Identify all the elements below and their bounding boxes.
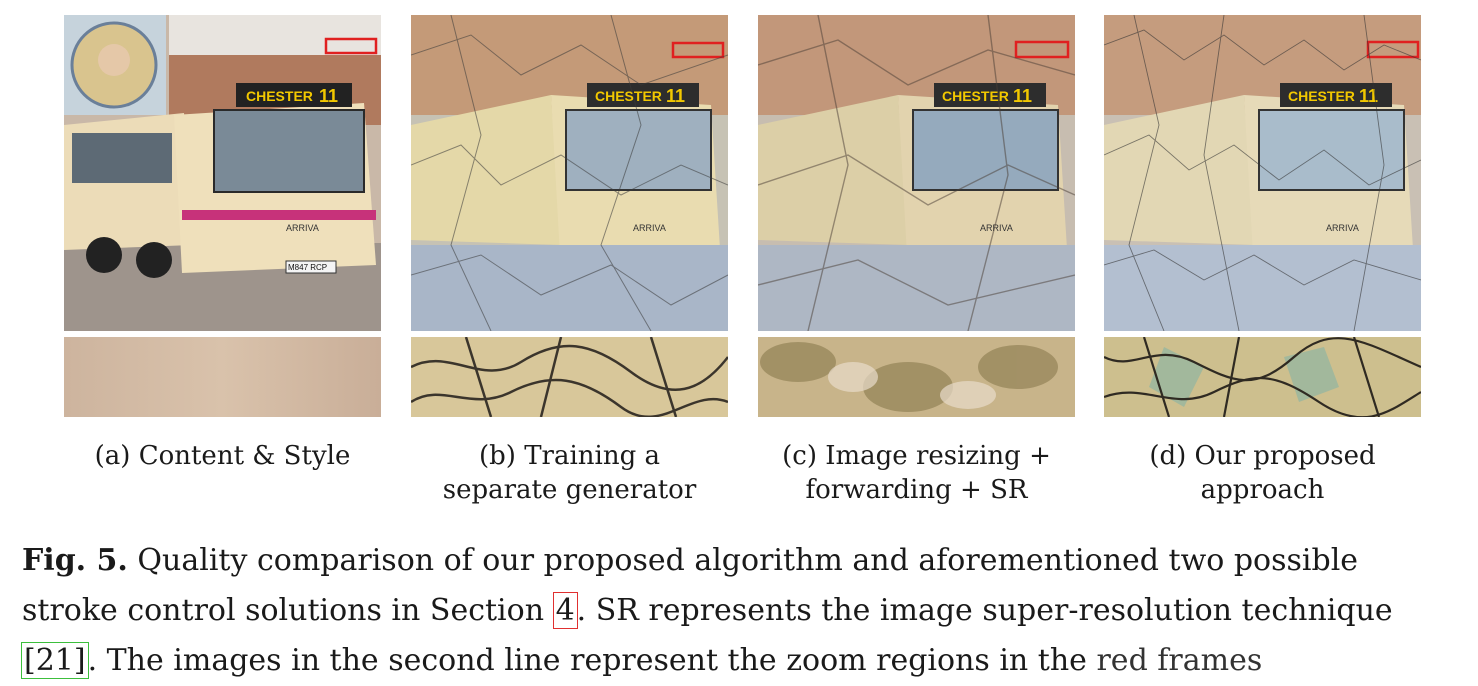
caption-cutoff-text: red frames (1096, 643, 1263, 678)
figure-label: Fig. 5. (22, 543, 128, 578)
figure-caption: Fig. 5. Quality comparison of our propos… (21, 536, 1462, 686)
caption-text-1: Quality comparison of our proposed algor… (22, 543, 1359, 628)
plate-text: M847 RCP (288, 263, 327, 272)
subcaption-line1: (c) Image resizing + (782, 441, 1051, 471)
zoom-svg (411, 337, 728, 417)
zoom-frame (324, 37, 378, 55)
zoom-svg (1104, 337, 1421, 417)
subcaption-line2: forwarding + SR (805, 475, 1028, 505)
zoom-region (411, 337, 728, 417)
zoom-svg (758, 337, 1075, 417)
caption-text-3: . The images in the second line represen… (87, 643, 1097, 678)
bus-photo-svg: CHESTER 11 ARRIVA (1104, 15, 1421, 331)
route-sign: 11 (1013, 86, 1032, 106)
stylized-photo: CHESTER 11 ARRIVA (1104, 15, 1421, 331)
route-sign: 11 (319, 86, 338, 106)
subcaption-line2: approach (1200, 475, 1325, 505)
brand-logo-text: ARRIVA (1326, 223, 1359, 233)
bus-photo-svg: CHESTER 11 ARRIVA (411, 15, 728, 331)
subcaption-line1: (a) Content & Style (94, 441, 351, 471)
subcaption-d: (d) Our proposed approach (1084, 439, 1441, 507)
destination-sign: CHESTER (246, 88, 313, 104)
subcaption-c: (c) Image resizing + forwarding + SR (738, 439, 1095, 507)
subcaption-line1: (d) Our proposed (1149, 441, 1376, 471)
zoom-svg (64, 337, 381, 417)
caption-text-2: . SR represents the image super-resoluti… (576, 593, 1393, 628)
stylized-photo: CHESTER 11 ARRIVA (411, 15, 728, 331)
subcaption-line2: separate generator (442, 475, 697, 505)
stylized-photo: CHESTER 11 ARRIVA (758, 15, 1075, 331)
zoom-region (1104, 337, 1421, 417)
section-reference-link[interactable]: 4 (552, 592, 578, 629)
destination-sign: CHESTER (1288, 88, 1355, 104)
bus-photo-svg: CHESTER 11 ARRIVA M847 RCP (64, 15, 381, 331)
brand-logo-text: ARRIVA (633, 223, 666, 233)
zoom-frame (671, 41, 725, 59)
citation-link[interactable]: [21] (21, 642, 89, 679)
destination-sign: CHESTER (595, 88, 662, 104)
zoom-region (758, 337, 1075, 417)
subcaption-line1: (b) Training a (479, 441, 660, 471)
zoom-frame (1014, 40, 1070, 59)
content-photo: CHESTER 11 ARRIVA M847 RCP (64, 15, 381, 331)
destination-sign: CHESTER (942, 88, 1009, 104)
brand-logo-text: ARRIVA (286, 223, 319, 233)
route-sign: 11 (666, 86, 685, 106)
bus-photo-svg: CHESTER 11 ARRIVA (758, 15, 1075, 331)
brand-logo-text: ARRIVA (980, 223, 1013, 233)
route-sign: 11 (1359, 86, 1378, 106)
subcaption-b: (b) Training a separate generator (391, 439, 748, 507)
subcaption-a: (a) Content & Style (44, 439, 401, 473)
zoom-region (64, 337, 381, 417)
zoom-frame (1366, 40, 1420, 59)
